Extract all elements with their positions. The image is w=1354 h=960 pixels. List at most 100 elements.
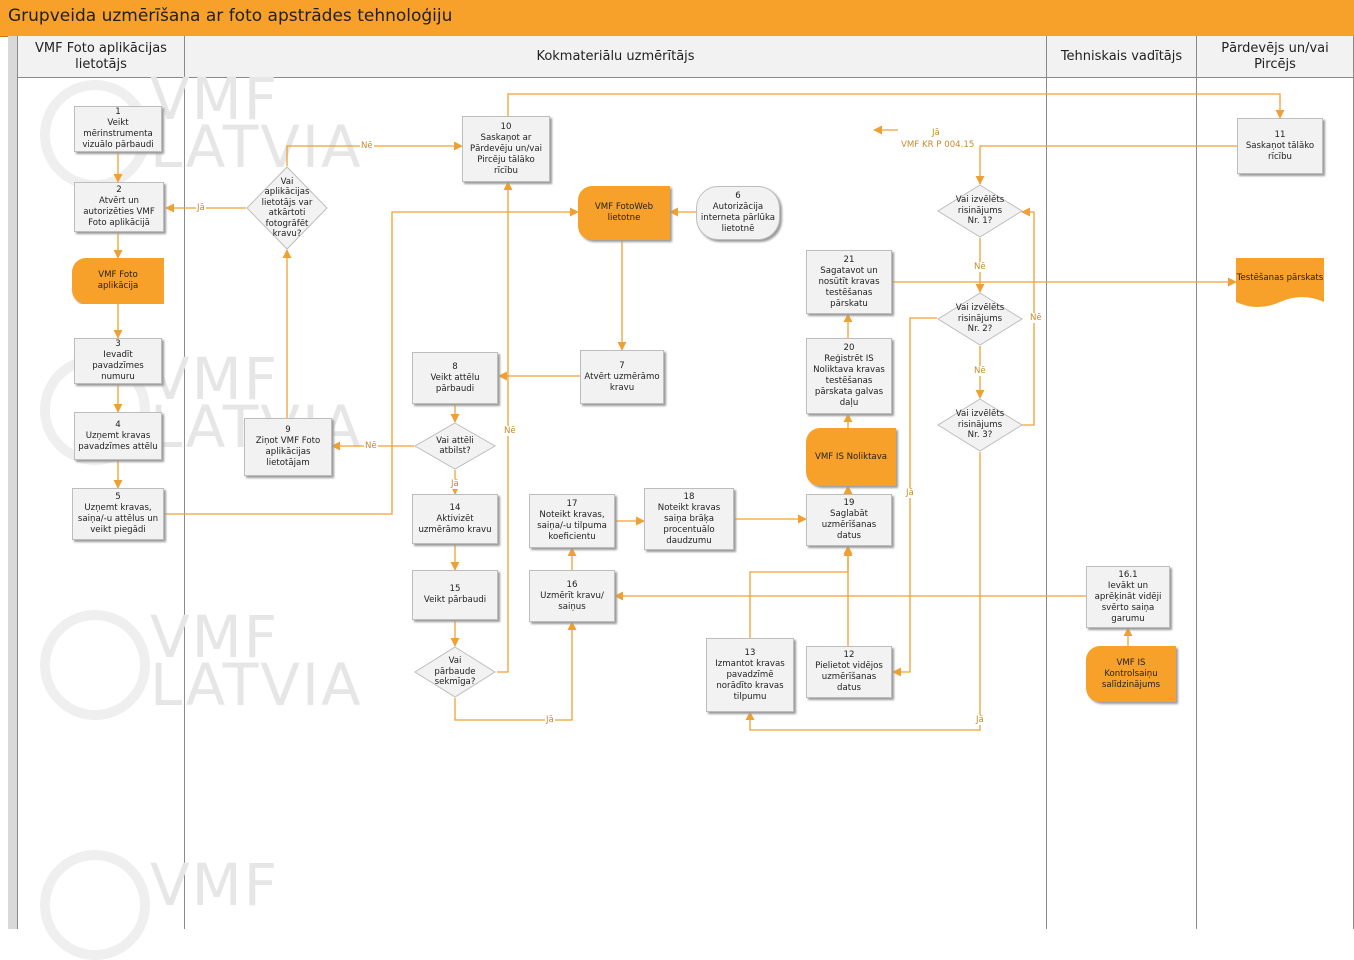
decision-solution-3: Vai izvēlēts risinājums Nr. 3?	[937, 398, 1023, 452]
step-text: Ievadīt pavadzīmes numuru	[92, 350, 144, 382]
step-4-box: 4 Uzņemt kravas pavadzīmes attēlu	[74, 412, 162, 460]
decision-check-ok: Vai pārbaude sekmīga?	[414, 646, 496, 698]
step-9-box: 9 Ziņot VMF Foto aplikācijas lietotājam	[244, 418, 332, 476]
decision-solution-1: Vai izvēlēts risinājums Nr. 1?	[937, 184, 1023, 238]
decision-images-ok: Vai attēli atbilst?	[414, 422, 496, 470]
step-11-box: 11 Saskaņot tālāko rīcību	[1237, 118, 1323, 174]
step-text: Veikt pārbaudi	[423, 595, 487, 605]
step-text: Saglabāt uzmērīšanas datus	[821, 509, 877, 541]
connector-11-dr1	[975, 145, 1237, 185]
diamond-shape	[937, 292, 1023, 346]
step-text: Noteikt kravas, saiņa/-u tilpuma koefici…	[537, 510, 607, 542]
flow-label-yes: Jā	[450, 479, 460, 489]
step-number: 6	[735, 191, 741, 201]
store-label: VMF Foto aplikācija	[97, 270, 139, 291]
step-7-box: 7 Atvērt uzmērāmo kravu	[580, 350, 664, 404]
document-shape	[1236, 258, 1324, 307]
step-text: Izmantot kravas pavadzīmē norādīto krava…	[715, 658, 785, 702]
connector-10-11	[507, 93, 1285, 119]
step-text: Reģistrēt IS Noliktava kravas testēšanas…	[813, 354, 885, 408]
step-number: 9	[285, 425, 291, 435]
lane-divider	[1046, 36, 1047, 929]
step-number: 16.1	[1118, 569, 1138, 580]
step-text: Atvērt uzmērāmo kravu	[584, 371, 660, 393]
flow-label-no: Nē	[364, 441, 378, 451]
step-text: Aktivizēt uzmērāmo kravu	[418, 513, 492, 535]
step-number: 7	[619, 360, 625, 371]
decision-label: Vai izvēlēts risinājums Nr. 3?	[955, 409, 1005, 441]
step-text: Ziņot VMF Foto aplikācijas lietotājam	[255, 436, 321, 468]
step-3-box: 3 Ievadīt pavadzīmes numuru	[74, 338, 162, 384]
connector-lines	[113, 93, 1285, 731]
store-label: VMF IS Noliktava	[814, 451, 888, 462]
step-number: 16	[566, 579, 578, 590]
step-14-box: 14 Aktivizēt uzmērāmo kravu	[412, 494, 498, 544]
lane-left-strip	[8, 36, 18, 929]
lane-header-seller-buyer: Pārdevējs un/vai Pircējs	[1197, 36, 1354, 78]
decision-label: Vai izvēlēts risinājums Nr. 1?	[955, 195, 1005, 227]
diamond-shape	[414, 646, 496, 698]
step-text: Uzņemt kravas, saiņa/-u attēlus un veikt…	[77, 503, 159, 535]
connector-drepeat-10	[286, 141, 463, 166]
flow-label-yes: Jā	[932, 128, 940, 138]
lane-header-tech-manager: Tehniskais vadītājs	[1047, 36, 1197, 78]
flow-label-no: Nē	[973, 262, 987, 272]
store-label: VMF FotoWeb lietotne	[594, 202, 654, 223]
flow-label-yes: Jā	[905, 488, 915, 498]
watermark-text: VMF	[150, 345, 280, 413]
flow-label-yes: Jā	[196, 203, 206, 213]
store-vmf-is-noliktava: VMF IS Noliktava	[806, 428, 896, 486]
decision-label: Vai pārbaude sekmīga?	[434, 656, 476, 688]
flow-label-ref: VMF KR P 004.15	[901, 140, 975, 150]
watermark-text: VMF	[150, 851, 280, 919]
store-vmf-fotoweb: VMF FotoWeb lietotne	[578, 186, 670, 240]
step-text: Veikt mērinstrumenta vizuālo pārbaudi	[82, 118, 154, 150]
step-number: 2	[116, 185, 122, 195]
step-text: Saskaņot ar Pārdevēju un/vai Pircēju tāl…	[469, 132, 543, 176]
flow-label-no: Nē	[973, 366, 987, 376]
lane-header-measurer: Kokmateriālu uzmērītājs	[185, 36, 1047, 78]
step-number: 20	[843, 343, 855, 353]
step-16-box: 16 Uzmērīt kravu/ saiņus	[529, 570, 615, 622]
watermark-logo	[40, 610, 150, 720]
diamond-shape	[937, 398, 1023, 452]
step-20-box: 20 Reģistrēt IS Noliktava kravas testēša…	[806, 338, 892, 414]
watermark-text: LATVIA	[150, 651, 363, 719]
step-1-box: 1 Veikt mērinstrumenta vizuālo pārbaudi	[74, 106, 162, 152]
step-number: 19	[843, 498, 855, 508]
step-text: Noteikt kravas saiņa brāķa procentuālo d…	[657, 502, 721, 546]
step-15-box: 15 Veikt pārbaudi	[412, 570, 498, 620]
step-16-1-box: 16.1 Ievākt un aprēķināt vidēji svērto s…	[1086, 566, 1170, 628]
diagram-title: Grupveida uzmērīšana ar foto apstrādes t…	[8, 6, 453, 26]
step-text: Sagatavot un nosūtīt kravas testēšanas p…	[818, 265, 880, 309]
diamond-shape	[414, 422, 496, 470]
step-19-box: 19 Saglabāt uzmērīšanas datus	[806, 494, 892, 546]
step-text: Ievākt un aprēķināt vidēji svērto saiņa …	[1094, 580, 1162, 624]
step-number: 18	[683, 491, 695, 502]
step-number: 1	[115, 107, 121, 117]
step-6-terminator: 6 Autorizācija interneta pārlūka lietotn…	[696, 186, 780, 240]
flow-label-no: Nē	[1029, 313, 1043, 323]
step-12-box: 12 Pielietot vidējos uzmērīšanas datus	[806, 646, 892, 698]
step-number: 14	[449, 502, 461, 513]
lane-divider	[1196, 36, 1197, 929]
step-17-box: 17 Noteikt kravas, saiņa/-u tilpuma koef…	[529, 494, 615, 548]
diamond-shape	[937, 184, 1023, 238]
step-5-box: 5 Uzņemt kravas, saiņa/-u attēlus un vei…	[72, 488, 164, 540]
connector-13-19	[749, 547, 853, 638]
lane-header-app-user: VMF Foto aplikācijas lietotājs	[18, 36, 185, 78]
step-number: 8	[452, 361, 458, 372]
decision-label: Vai aplikācijas lietotājs var atkārtoti …	[261, 176, 313, 240]
document-label: Testēšanas pārskats	[1236, 272, 1324, 283]
connector-5-fotoweb	[163, 207, 579, 515]
diamond-shape	[246, 166, 328, 250]
document-testesanas-parskats: Testēšanas pārskats	[1236, 258, 1324, 310]
step-number: 4	[115, 419, 121, 430]
step-number: 11	[1274, 129, 1286, 140]
connector-dr3-13	[745, 452, 981, 731]
step-2-box: 2 Atvērt un autorizēties VMF Foto aplikā…	[74, 182, 164, 232]
connector-dcheck-10	[497, 181, 513, 673]
step-10-box: 10 Saskaņot ar Pārdevēju un/vai Pircēju …	[462, 116, 550, 182]
step-number: 21	[843, 254, 855, 265]
